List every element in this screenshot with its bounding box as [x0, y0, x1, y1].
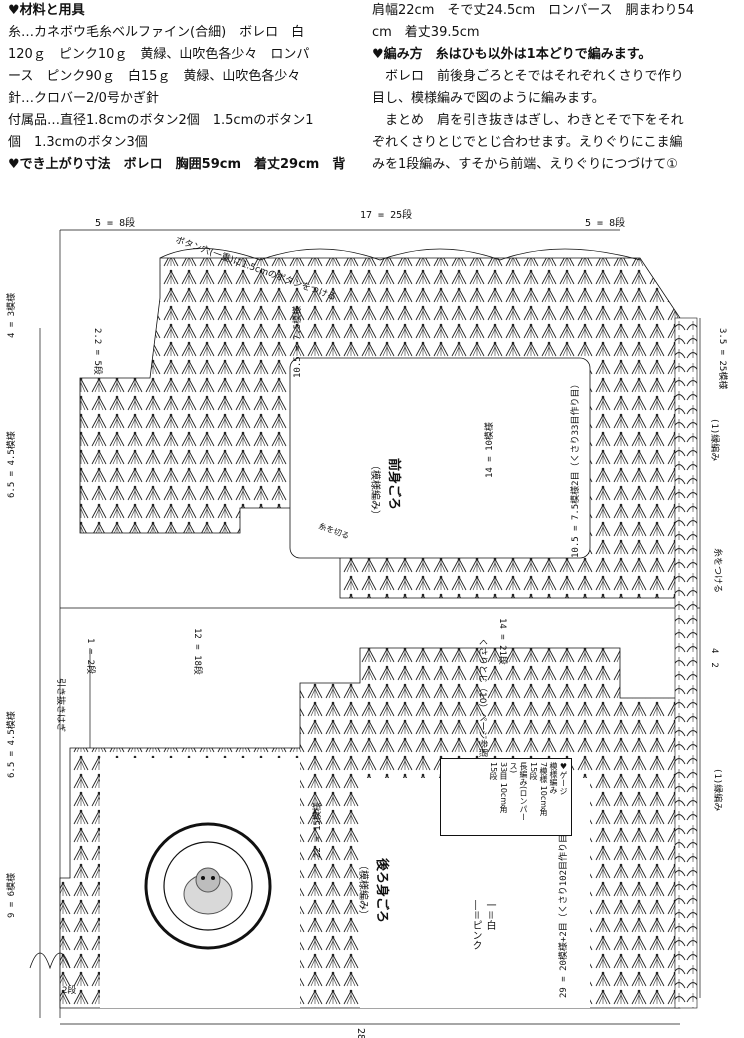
- gauge-line-2: 7模様 10cm角: [539, 762, 548, 817]
- dim-top-mid: 17 = 25段: [360, 208, 412, 221]
- sewing-note: くさりとじ（10）ページ参照: [477, 638, 489, 757]
- gauge-line-5: 33目 10cm角: [499, 762, 508, 814]
- left-text-column: ♥材料と用具 糸…カネボウ毛糸ベルファイン(合細) ボレロ 白 120ｇ ピンク…: [8, 0, 378, 176]
- front-subtitle: （模様編み）: [369, 460, 382, 520]
- dim-edge2: (1)縁編み: [712, 768, 724, 811]
- right-text-column: 肩幅22cm そで丈24.5cm ロンパース 胴まわり54 cm 着丈39.5c…: [372, 0, 742, 176]
- dim-r5: 10.5 = 7.5模様2目（くさり33目作り目）: [569, 380, 581, 558]
- yarn-line-2: 120ｇ ピンク10ｇ 黄緑、山吹色各少々 ロンパ: [8, 47, 310, 62]
- method-line-2: 目し、模様編みで図のように編みます。: [372, 91, 605, 106]
- dim-right-low: 29 = 20模様+2目（くさり102目作り目）: [557, 825, 569, 998]
- dim-shoulder: 12 = 18段: [192, 628, 204, 675]
- pull-stitch-note: 引き抜きはぎ: [55, 678, 67, 732]
- back-subtitle: （模様編み）: [357, 860, 370, 920]
- dim-top-right: 5 = 8段: [585, 216, 625, 229]
- dim-back1: 6.5 = 4.5模様: [5, 711, 17, 778]
- dim-left3: 2.2 = 5段: [92, 328, 104, 375]
- gauge-line-4: 長編み(ロンパース): [509, 762, 528, 822]
- dim-back4: 2段: [62, 984, 76, 996]
- size-line-2: cm 着丈39.5cm: [372, 25, 480, 40]
- gauge-line-1: 模様編み: [549, 762, 558, 794]
- dim-side2: 14 = 21段: [497, 618, 509, 665]
- front-title: 前身ごろ: [386, 458, 402, 510]
- gauge-line-6: 15段: [489, 762, 498, 781]
- dim-top-left: 5 = 8段: [95, 216, 135, 229]
- dim-r4: 14 = 10模様: [483, 422, 495, 478]
- dim-r3: 10.5 = 7.5模様: [291, 306, 303, 378]
- materials-heading: ♥材料と用具: [8, 3, 85, 18]
- sheep-house-stamp: [144, 822, 272, 950]
- thread-on-note: 糸をつける: [712, 548, 724, 593]
- yarn-line: 糸…カネボウ毛糸ベルファイン(合細) ボレロ 白: [8, 25, 305, 40]
- accessories-line: 付属品…直径1.8cmのボタン2個 1.5cmのボタン1: [8, 113, 314, 128]
- gauge-title: ♥ゲージ: [559, 762, 568, 795]
- back-title: 後ろ身ごろ: [374, 858, 390, 923]
- finishing-line-2: ぞれくさりとじでとじ合わせます。えりぐりにこま編: [372, 135, 683, 150]
- back-body: [29, 647, 681, 1009]
- front-body: [79, 248, 691, 599]
- edging-strip: [674, 317, 698, 1009]
- gauge-box: ♥ゲージ 模様編み 7模様 10cm角 15段 長編み(ロンパース) 33目 1…: [440, 758, 572, 836]
- dim-bottom: 28: [355, 1028, 366, 1038]
- finished-size-line: ♥でき上がり寸法 ボレロ 胸囲59cm 着丈29cm 背: [8, 157, 346, 172]
- dim-left1: 4 = 3模様: [5, 293, 17, 338]
- dim-r-small: 4 2: [709, 648, 719, 668]
- color-legend: 一＝白 ―＝ピンク: [468, 900, 496, 950]
- gauge-line-3: 15段: [529, 762, 538, 781]
- dim-r2: (1)縁編み: [709, 418, 721, 461]
- yarn-line-3: ース ピンク90ｇ 白15ｇ 黄緑、山吹色各少々: [8, 69, 301, 84]
- dim-left2: 6.5 = 4.5模様: [5, 431, 17, 498]
- dim-back2: 22 = 15模様: [311, 802, 323, 858]
- hook-line: 針…クロバー2/0号かぎ針: [8, 91, 159, 106]
- method-heading: ♥編み方 糸はひも以外は1本どりで編みます。: [372, 47, 652, 62]
- method-line: ボレロ 前後身ごろとそではそれぞれくさりで作り: [372, 69, 684, 84]
- dimension-lines: [39, 229, 701, 1025]
- dim-back3: 9 = 6模様: [5, 873, 17, 918]
- crochet-chart: 5 = 8段 17 = 25段 5 = 8段 前身ごろ （模様編み） 後ろ身ごろ…: [5, 208, 729, 1038]
- legend-white: 一＝白: [484, 900, 495, 930]
- finishing-line: まとめ 肩を引き抜きはぎし、わきとそで下をそれ: [372, 113, 684, 128]
- finishing-line-3: みを1段編み、すそから前端、えりぐりにつづけて①: [372, 157, 678, 172]
- size-line: 肩幅22cm そで丈24.5cm ロンパース 胴まわり54: [372, 3, 695, 18]
- accessories-line-2: 個 1.3cmのボタン3個: [8, 135, 148, 150]
- dim-side1: 1 = 2段: [85, 638, 97, 674]
- dim-r1: 3.5 = 25模様: [717, 328, 729, 389]
- legend-pink: ―＝ピンク: [470, 900, 481, 950]
